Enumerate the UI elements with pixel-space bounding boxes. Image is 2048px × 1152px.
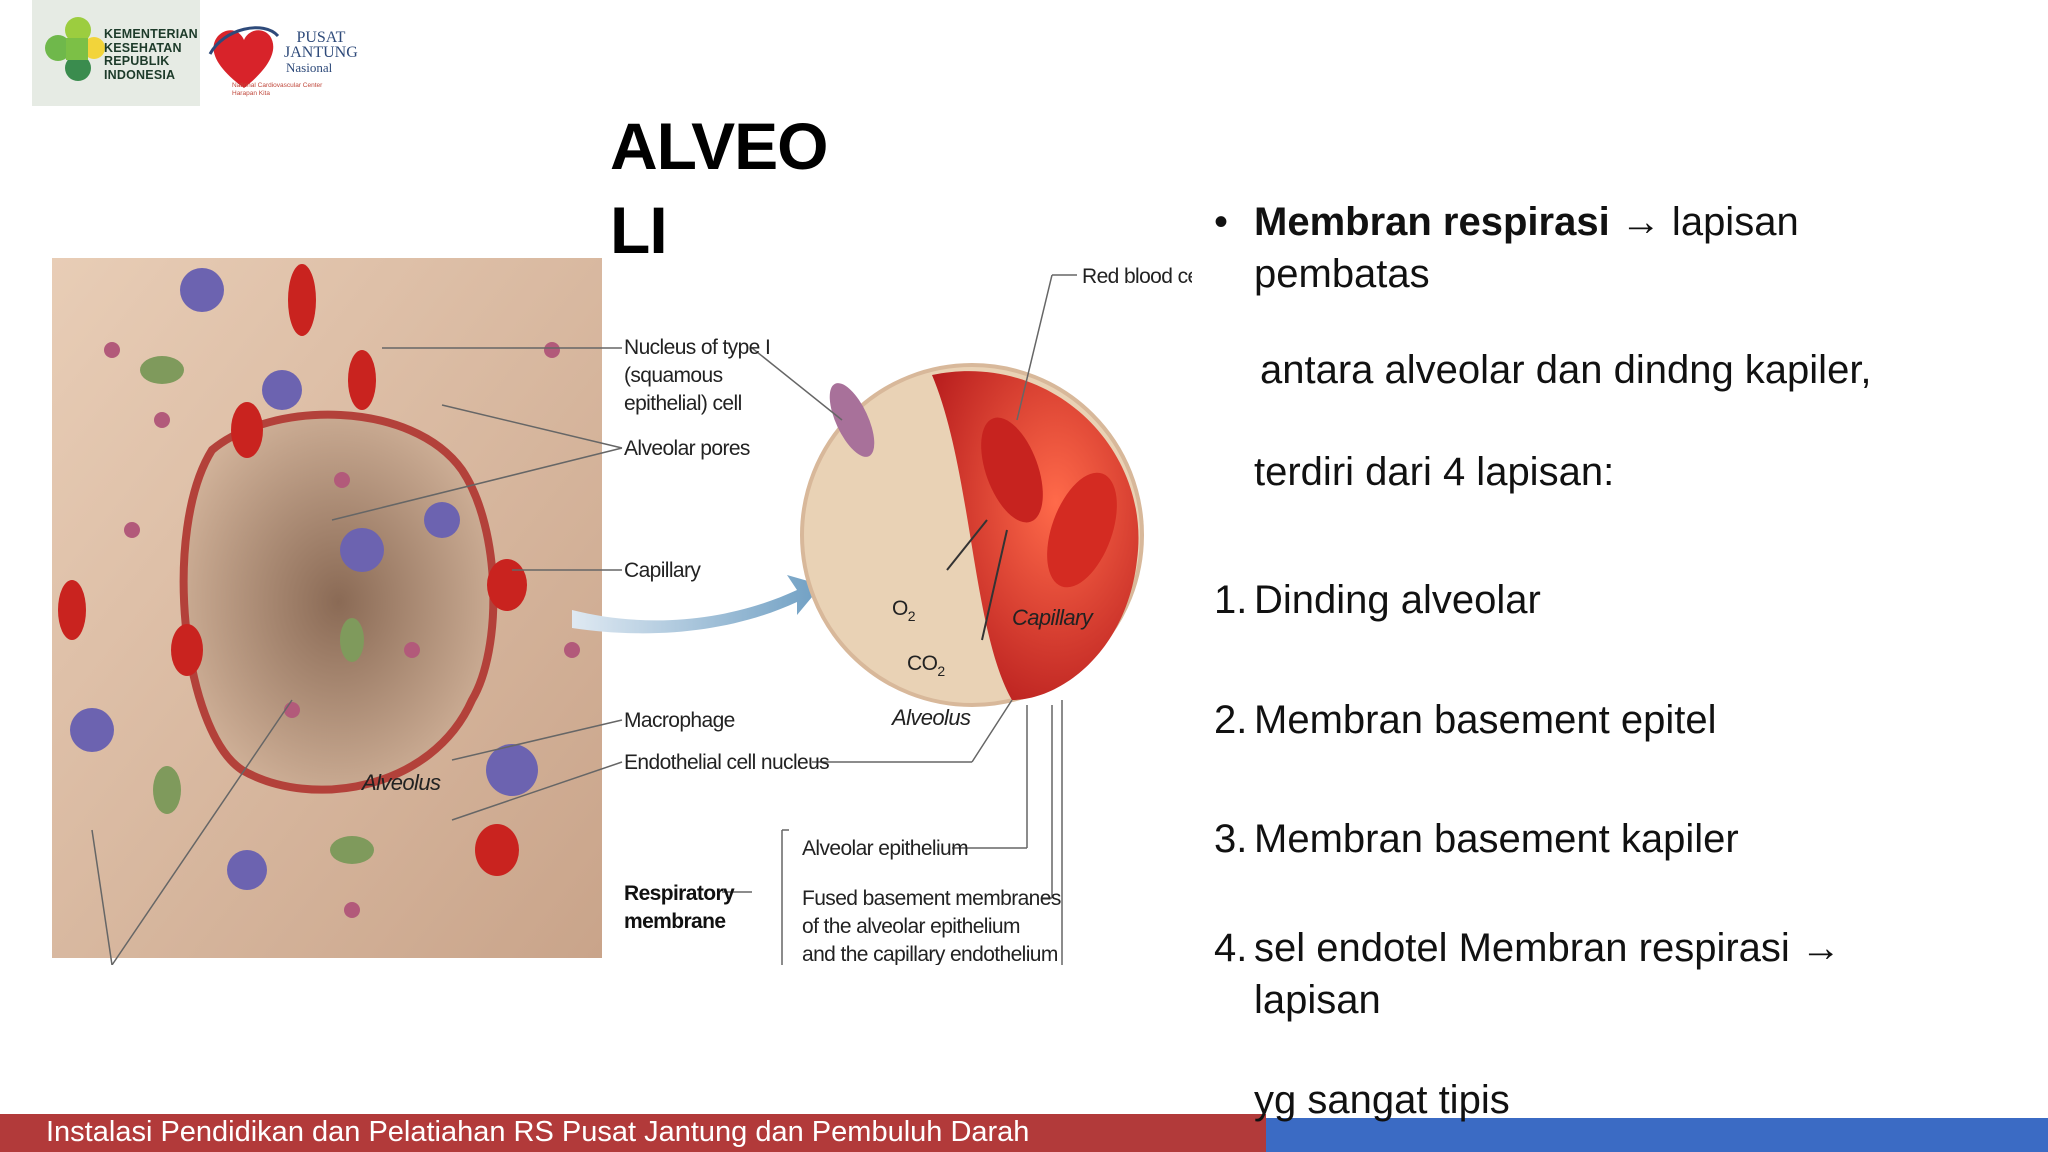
- label-fused-membranes: of the alveolar epithelium: [802, 915, 1020, 938]
- alveoli-figure: Alveolus O2 CO2 Capillary Alveolus: [52, 230, 1207, 966]
- alveolus-left-label: Alveolus: [360, 770, 441, 795]
- label-alveolar-pores: Alveolar pores: [624, 437, 750, 460]
- list-text-line: lapisan: [1254, 978, 1381, 1022]
- pjn-subtitle: Nasional: [286, 60, 333, 75]
- label-red-blood-cell: Red blood cell: [1082, 265, 1192, 288]
- page-title: ALVEOLI: [610, 104, 850, 272]
- bullet-line: antara alveolar dan dindng kapiler,: [1260, 348, 1872, 392]
- bullet-line: pembatas: [1254, 252, 1430, 296]
- co2-arrow-icon: [981, 529, 1008, 641]
- footer-bar-blue: [1266, 1118, 2048, 1152]
- label-capillary: Capillary: [624, 559, 701, 582]
- list-number: 1.: [1214, 578, 1248, 622]
- co2-label: CO2: [907, 652, 945, 679]
- macrophages: [70, 268, 538, 890]
- alveoli-diagram: Alveolus O2 CO2 Capillary Alveolus: [52, 258, 1207, 966]
- kemenkes-text: KEMENTERIAN KESEHATAN REPUBLIK INDONESIA: [104, 27, 198, 82]
- green-cells: [140, 356, 374, 864]
- label-macrophage: Macrophage: [624, 709, 735, 732]
- o2-arrow-icon: [946, 519, 988, 571]
- bullet-line: terdiri dari 4 lapisan:: [1254, 450, 1615, 494]
- list-item: 2. Membran basement epitel: [1214, 694, 2014, 746]
- footer-bar-red: [0, 1114, 1266, 1152]
- bullet-marker: •: [1214, 200, 1229, 244]
- pjn-name: PUSAT JANTUNG: [284, 29, 358, 61]
- list-number: 2.: [1214, 698, 1248, 742]
- label-alveolar-epithelium: Alveolar epithelium: [802, 837, 968, 860]
- label-fused-membranes: Fused basement membranes: [802, 887, 1061, 910]
- label-respiratory-membrane: membrane: [624, 910, 725, 933]
- page-title-text: ALVEOLI: [610, 109, 828, 267]
- pjn-logo: PUSAT JANTUNG Nasional National Cardiova…: [204, 6, 358, 106]
- pjn-tagline: National Cardiovascular Center Harapan K…: [232, 82, 352, 98]
- capillary-circle-label: Capillary: [1012, 605, 1095, 630]
- nuclei: [104, 342, 580, 918]
- pjn-name-line: JANTUNG: [284, 44, 358, 61]
- red-blood-cells: [58, 264, 527, 876]
- label-fused-membranes: and the capillary endothelium: [802, 943, 1058, 965]
- kemenkes-line: INDONESIA: [104, 67, 176, 82]
- list-text: Membran basement epitel: [1254, 698, 1717, 742]
- rbc-magnified: [1047, 472, 1117, 588]
- footer-text: Instalasi Pendidikan dan Pelatiahan RS P…: [46, 1116, 1030, 1148]
- list-item: 4. sel endotel Membran respirasi → lapis…: [1214, 922, 2014, 1026]
- rbc-magnified: [981, 417, 1043, 523]
- kemenkes-line: KESEHATAN: [104, 40, 182, 55]
- list-text: Dinding alveolar: [1254, 578, 1541, 622]
- list-number: 3.: [1214, 817, 1248, 861]
- kemenkes-logo: KEMENTERIAN KESEHATAN REPUBLIK INDONESIA: [32, 0, 200, 106]
- kemenkes-line: REPUBLIK: [104, 54, 170, 68]
- label-nucleus-type1: Nucleus of type I: [624, 336, 770, 359]
- tail-text: yg sangat tipis: [1254, 1078, 1510, 1122]
- bullet-bold-term: Membran respirasi: [1254, 200, 1610, 244]
- heart-icon: [208, 26, 280, 88]
- list-text: sel endotel Membran respirasi → lapisan: [1254, 922, 2014, 1026]
- zoom-arrow-icon: [572, 575, 822, 634]
- leader-lines: [91, 274, 1077, 966]
- alveolus-circle-label: Alveolus: [890, 705, 971, 730]
- list-text: Membran basement kapiler: [1254, 817, 1739, 861]
- bullet-rest: → lapisan: [1609, 200, 1799, 244]
- pjn-tagline-line: National Cardiovascular Center: [232, 82, 323, 89]
- list-number: 4.: [1214, 926, 1248, 970]
- list-item: 1. Dinding alveolar: [1214, 574, 2014, 626]
- pjn-tagline-line: Harapan Kita: [232, 90, 270, 97]
- alveolus-cavity: [183, 414, 494, 790]
- label-nucleus-type1: epithelial) cell: [624, 392, 742, 415]
- kemenkes-line: KEMENTERIAN: [104, 27, 198, 41]
- pjn-name-line: PUSAT: [296, 29, 346, 46]
- type1-nucleus: [829, 383, 875, 457]
- bullet-text: Membran respirasi → lapisan pembatas: [1254, 196, 2014, 300]
- label-respiratory-membrane: Respiratory: [624, 882, 735, 905]
- kemenkes-emblem-icon: [45, 17, 105, 81]
- o2-label: O2: [892, 597, 916, 624]
- label-nucleus-type1: (squamous: [624, 364, 723, 387]
- label-endothelial-nucleus: Endothelial cell nucleus: [624, 751, 829, 774]
- bullet-item: • Membran respirasi → lapisan pembatas: [1214, 196, 2014, 300]
- list-text-line: sel endotel Membran respirasi →: [1254, 926, 1841, 970]
- list-item: 3. Membran basement kapiler: [1214, 813, 2014, 865]
